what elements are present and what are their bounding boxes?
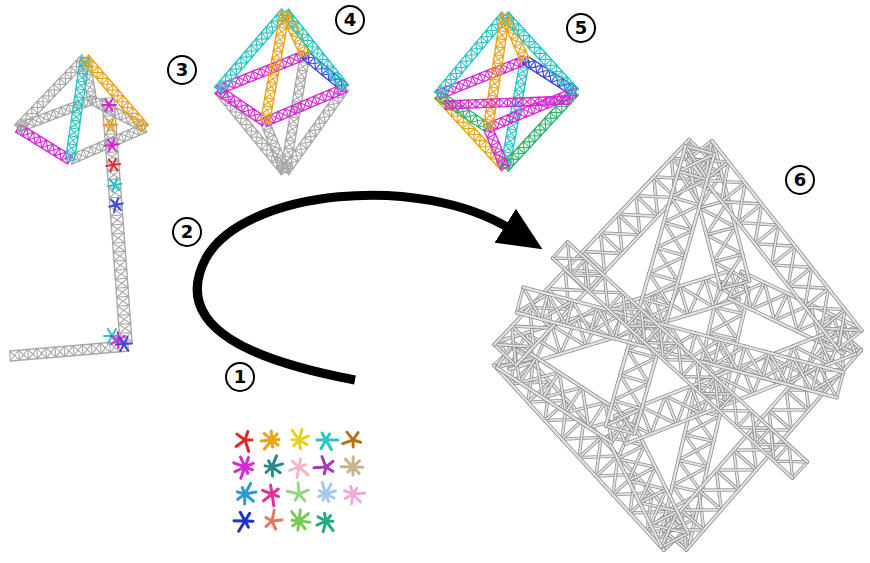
lattice-pyramid xyxy=(15,55,149,164)
callout-number: 6 xyxy=(785,165,815,195)
callout-number: 2 xyxy=(172,217,202,247)
colored-octahedron xyxy=(435,12,579,171)
node-library xyxy=(234,429,365,531)
partial-octahedron xyxy=(215,9,349,175)
l-beam-assembly xyxy=(10,98,132,361)
callout-number: 3 xyxy=(167,55,197,85)
curved-arrow xyxy=(197,195,512,380)
callout-number: 4 xyxy=(335,5,365,35)
lattice-octahedron xyxy=(494,140,862,550)
callout-number: 1 xyxy=(225,362,255,392)
callout-number: 5 xyxy=(566,13,596,43)
